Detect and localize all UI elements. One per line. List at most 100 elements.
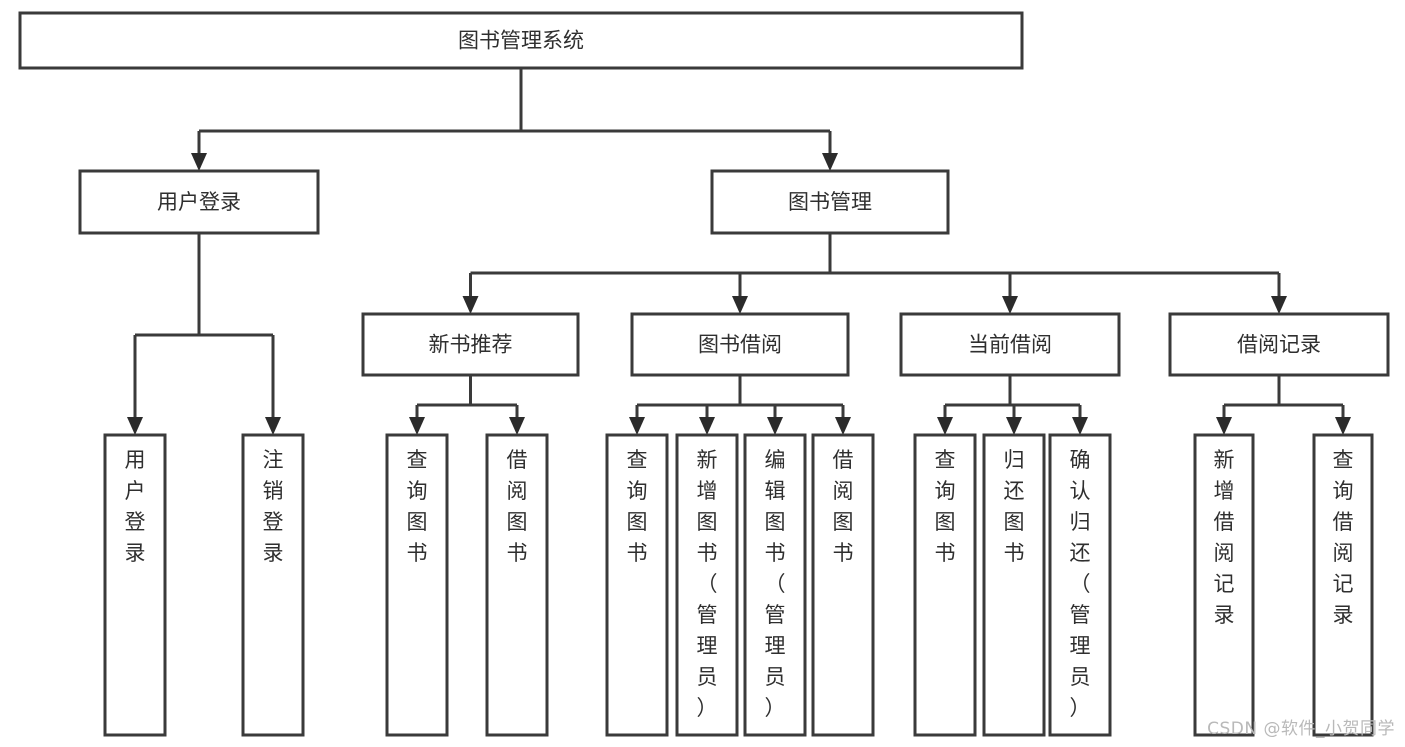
node-label-char: 图: [833, 510, 854, 534]
node-label-char: 员: [765, 665, 786, 689]
node-borrow-record[interactable]: 借阅记录: [1168, 312, 1390, 377]
node-label: 图书管理系统: [458, 29, 584, 53]
node-label-char: 注: [263, 448, 284, 472]
node-label-char: 询: [627, 479, 648, 503]
node-label: 新书推荐: [429, 333, 513, 357]
node-label-char: 书: [407, 541, 428, 565]
node-label-char: 阅: [507, 479, 528, 503]
node-box: [1168, 312, 1390, 377]
node-current-borrow[interactable]: 当前借阅: [899, 312, 1121, 377]
node-label-char: 登: [263, 510, 284, 534]
node-label: 用户登录: [157, 190, 241, 214]
node-label-char: 书: [833, 541, 854, 565]
node-label-char: 图: [407, 510, 428, 534]
node-label-char: 员: [1070, 665, 1091, 689]
arrow-head-icon: [822, 153, 838, 171]
node-label-char: 查: [935, 448, 956, 472]
node-label-char: 借: [1333, 510, 1354, 534]
node-label-char: 销: [263, 479, 284, 503]
node-box: [18, 11, 1024, 70]
node-box: [103, 433, 167, 737]
node-label-char: 还: [1070, 541, 1091, 565]
arrow-head-icon: [509, 417, 525, 435]
node-label: 借阅记录: [1237, 333, 1321, 357]
node-label-char: 查: [627, 448, 648, 472]
arrow-head-icon: [767, 417, 783, 435]
arrow-head-icon: [127, 417, 143, 435]
node-label-char: 录: [263, 541, 284, 565]
node-label-char: 还: [1004, 479, 1025, 503]
node-box: [630, 312, 850, 377]
node-label-char: 图: [697, 510, 718, 534]
node-label: 图书借阅: [698, 333, 782, 357]
node-box: [982, 433, 1046, 737]
node-box: [811, 433, 875, 737]
arrow-head-icon: [835, 417, 851, 435]
node-label-char: 图: [935, 510, 956, 534]
node-label-char: 管: [1070, 603, 1091, 627]
node-label-char: 录: [1333, 603, 1354, 627]
node-label-char: 图: [507, 510, 528, 534]
node-box: [675, 433, 739, 737]
arrow-head-icon: [191, 153, 207, 171]
node-label-char: （: [765, 572, 786, 596]
node-box: [78, 169, 320, 235]
node-box: [710, 169, 950, 235]
node-label: 当前借阅: [968, 333, 1052, 357]
arrow-head-icon: [1335, 417, 1351, 435]
node-label-char: 查: [1333, 448, 1354, 472]
node-label-char: 确: [1070, 448, 1091, 472]
node-leaf-user-login[interactable]: 用户登录: [103, 433, 167, 737]
node-user-login[interactable]: 用户登录: [78, 169, 320, 235]
node-label-char: 询: [1333, 479, 1354, 503]
node-book-borrow[interactable]: 图书借阅: [630, 312, 850, 377]
node-book-management[interactable]: 图书管理: [710, 169, 950, 235]
node-label-char: 借: [507, 448, 528, 472]
node-label-char: 认: [1070, 479, 1091, 503]
node-box: [1048, 433, 1112, 737]
node-label-char: 增: [697, 479, 718, 503]
node-label: 图书管理: [788, 190, 872, 214]
node-label-char: ）: [765, 696, 786, 720]
node-root[interactable]: 图书管理系统: [18, 11, 1024, 70]
arrow-head-icon: [1006, 417, 1022, 435]
node-label-char: 理: [1070, 634, 1091, 658]
node-label-char: 录: [1214, 603, 1235, 627]
node-label-char: 登: [125, 510, 146, 534]
node-label-char: （: [1070, 572, 1091, 596]
node-label-char: ）: [697, 696, 718, 720]
node-label-char: 查: [407, 448, 428, 472]
node-box: [913, 433, 977, 737]
node-box: [485, 433, 549, 737]
node-label-char: 辑: [765, 479, 786, 503]
node-label-char: 询: [935, 479, 956, 503]
node-label-char: 书: [1004, 541, 1025, 565]
node-label-char: 记: [1214, 572, 1235, 596]
node-label-char: 书: [765, 541, 786, 565]
node-label-char: ）: [1070, 696, 1091, 720]
node-label-char: 户: [125, 479, 146, 503]
arrow-head-icon: [1271, 296, 1287, 314]
node-label-char: 管: [765, 603, 786, 627]
node-label-char: 理: [697, 634, 718, 658]
node-label-char: 询: [407, 479, 428, 503]
node-label-char: 阅: [833, 479, 854, 503]
arrow-head-icon: [462, 296, 479, 314]
node-label-char: 归: [1070, 510, 1091, 534]
node-new-book-recommend[interactable]: 新书推荐: [361, 312, 580, 377]
arrow-head-icon: [937, 417, 953, 435]
